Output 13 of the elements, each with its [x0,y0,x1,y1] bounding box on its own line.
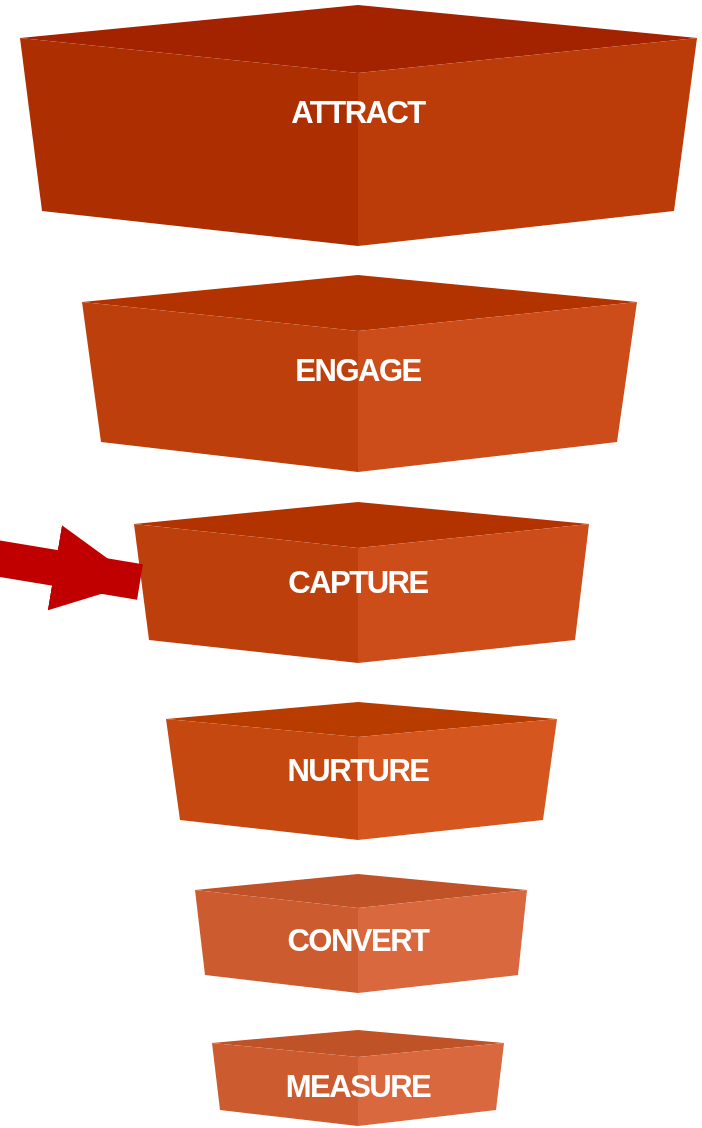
segment-label: NURTURE [287,754,429,786]
segment-label: CAPTURE [288,566,428,598]
funnel-segment [82,275,637,472]
funnel-segment [166,702,557,840]
segment-label: ENGAGE [295,354,421,386]
funnel-segment [20,5,697,246]
segment-label: ATTRACT [291,96,425,128]
funnel-segment [212,1030,504,1126]
funnel-segment [134,502,589,663]
segment-label: CONVERT [287,924,429,956]
funnel-segment [195,874,527,993]
segment-label: MEASURE [285,1070,431,1102]
arrow [0,525,143,611]
